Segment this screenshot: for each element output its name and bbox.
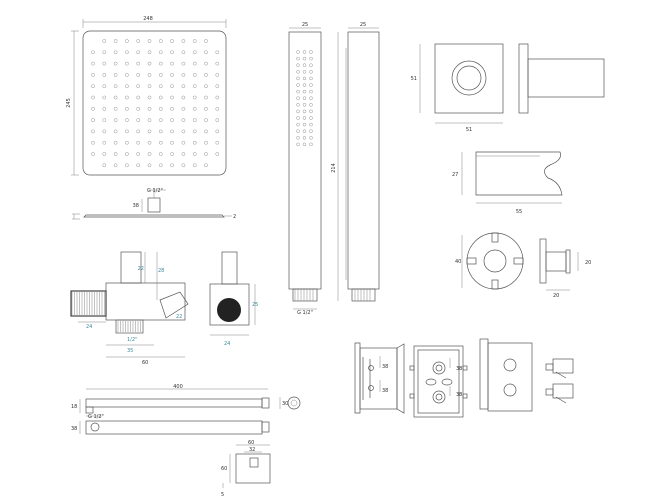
valve-label-b: 38 [382,388,388,394]
holder-width-label: 55 [516,209,522,215]
hand-shower-holder: 27 55 [452,151,563,215]
flange-inner-label: 32 [249,447,255,453]
diverter-knob: 40 20 20 [455,232,591,299]
tap-front-height-label: 25 [252,302,258,308]
shower-head-side-view: 38 G 1/2" 2 [72,188,236,220]
tap-total-label: 60 [142,360,148,366]
valve-label-d: 38 [456,392,462,398]
shower-arm-height-label: 18 [71,404,77,410]
flange-height-label: 60 [221,466,227,472]
diverter-side-label: 20 [585,260,591,266]
tap-height-label: 28 [158,268,164,274]
hand-shower-side-width-label: 25 [360,22,366,28]
shower-arm-end-label: 30 [282,401,288,407]
shower-arm: 400 18 30 38 G 1/2" [71,384,301,435]
valve-label-a: 38 [382,364,388,370]
wall-outlet-height-label: 51 [411,76,417,82]
hand-shower-thread-label: G 1/2" [297,310,313,316]
shower-head-thickness-label: 2 [233,214,236,220]
holder-height-label: 27 [452,172,458,178]
diverter-diameter-label: 40 [455,259,461,265]
hand-shower-length-label: 214 [331,163,337,173]
hand-shower-width-label: 25 [302,22,308,28]
shower-head-height-label: 245 [66,98,72,108]
tap-front-width-label: 24 [224,341,230,347]
shower-head-top-view: 248 245 [66,16,227,176]
wall-flange: 60 32 60 5 [221,440,271,498]
shower-head-width-label: 248 [143,16,153,22]
flange-width-label: 60 [248,440,254,446]
tap-top-label: 22 [138,266,144,272]
concealed-valve: 38 38 38 38 [354,338,574,418]
shower-arm-pipe-label: 38 [71,426,77,432]
diverter-depth-label: 20 [553,293,559,299]
tap-inner-label: 35 [127,348,133,354]
shower-arm-length-label: 400 [173,384,183,390]
flange-depth-label: 5 [221,492,224,498]
shower-head-arm-label: G 1/2" [147,188,163,194]
valve-label-c: 38 [456,366,462,372]
shower-head-neck-label: 38 [133,203,139,209]
tap-side-view: 22 28 24 22 1/2" 35 60 [70,251,189,366]
tap-front-view: 25 24 [209,251,258,347]
wall-outlet: 51 51 [411,43,605,133]
hand-shower-side: 25 214 [331,22,380,302]
wall-outlet-width-label: 51 [466,127,472,133]
hand-shower-front: 25 G 1/2" [288,22,322,316]
tap-angle-label: 22 [176,314,182,320]
tap-thread-label: 1/2" [127,337,137,343]
shower-arm-thread-label: G 1/2" [88,414,104,420]
tap-left-label: 24 [86,324,92,330]
